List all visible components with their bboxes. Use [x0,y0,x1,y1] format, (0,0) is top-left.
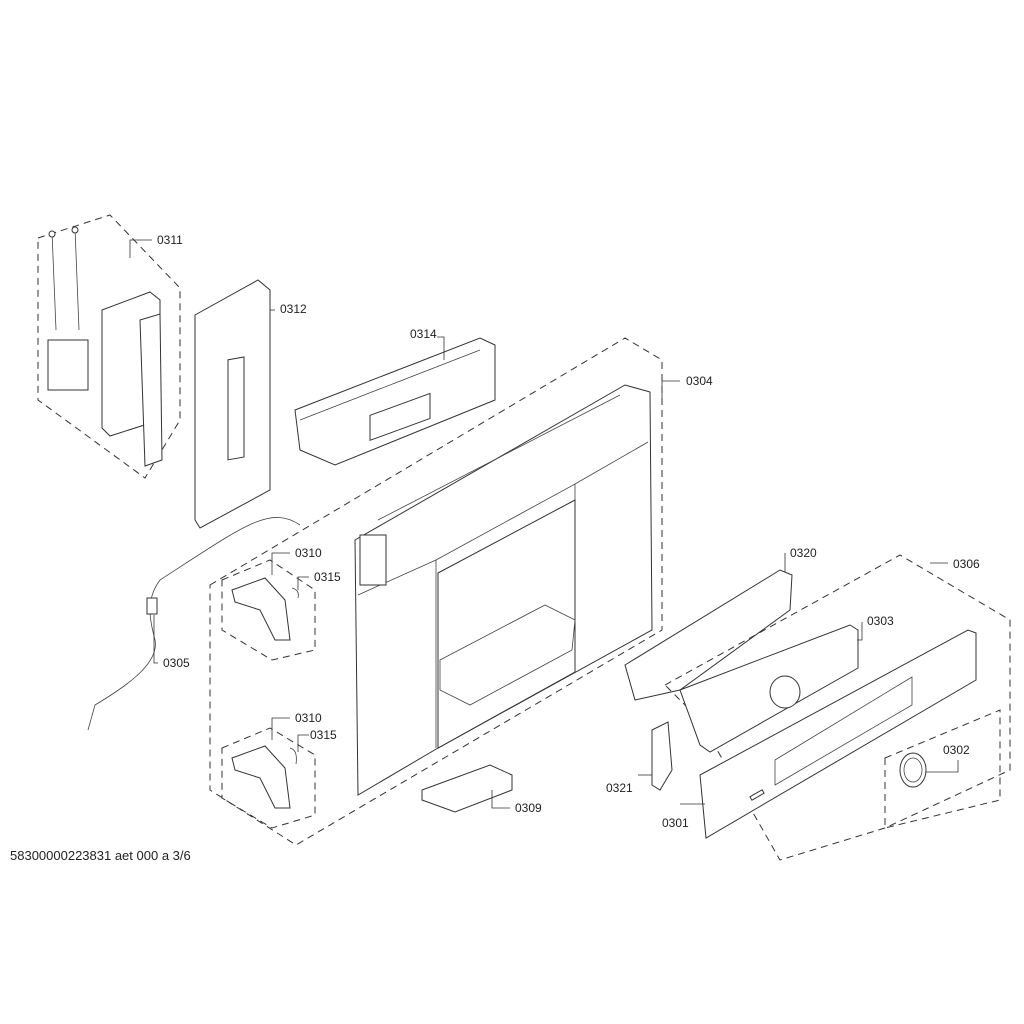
label-0306: 0306 [953,557,980,571]
label-0312: 0312 [280,302,307,316]
part-0311-assembly [47,226,163,467]
label-0302: 0302 [943,743,970,757]
label-0301: 0301 [662,816,689,830]
label-0320: 0320 [790,546,817,560]
part-0303-carrier [679,624,859,753]
group-0304-outline [209,337,663,846]
part-0315-spring-lower [289,747,297,765]
part-0309-tray [421,764,513,813]
label-0314: 0314 [410,327,437,341]
part-0310-hinge-upper [231,577,291,641]
part-0312-slot [227,356,245,461]
label-0311: 0311 [157,233,183,247]
label-0321: 0321 [606,781,633,795]
label-0304: 0304 [686,374,713,388]
drawing-reference: 58300000223831 aet 000 a 3/6 [10,848,191,863]
part-0303-knob-ring [769,675,801,709]
part-0321-module [651,721,673,791]
label-0303: 0303 [867,614,894,628]
label-0305: 0305 [163,656,190,670]
label-0310-lower: 0310 [295,711,322,725]
group-0311-outline [37,214,181,479]
label-0309: 0309 [515,801,542,815]
group-0310-upper-outline [221,559,316,661]
group-0310-lower-outline [221,727,316,829]
part-0314-bracket [294,337,496,466]
part-0310-hinge-lower [231,745,291,809]
leader-lines [129,239,959,809]
part-0304-frame [354,384,653,796]
part-0315-spring-upper [291,587,299,599]
part-0305-clip [146,597,158,615]
label-0315-upper: 0315 [314,570,341,584]
part-0301-front-panel [699,629,977,839]
label-0315-lower: 0315 [310,728,337,742]
part-0320-board [624,569,793,701]
label-0310-upper: 0310 [295,546,322,560]
